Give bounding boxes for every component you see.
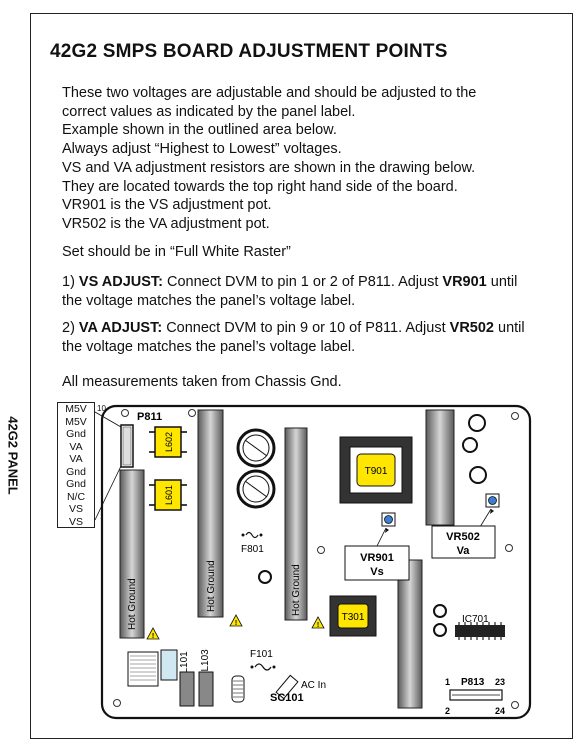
ic701-chip	[455, 625, 505, 637]
p813-label: P813	[461, 677, 485, 688]
heatsink-4	[425, 409, 455, 526]
l602-label: L602	[164, 432, 174, 452]
sc101-connector	[275, 674, 299, 700]
p813-pin23: 23	[495, 677, 505, 687]
p811-label: P811	[137, 411, 162, 423]
vs-label: Vs	[370, 566, 383, 578]
va-text-a: Connect DVM to pin 9 or 10 of P811. Adju…	[162, 320, 450, 336]
pin-label: VS	[68, 503, 83, 515]
vr901-callout	[344, 545, 410, 581]
vs-heading: VS ADJUST:	[78, 274, 163, 290]
intro-line: VR901 is the VS adjustment pot.	[62, 197, 272, 214]
vs-text-a: Connect DVM to pin 1 or 2 of P811. Adjus…	[162, 274, 443, 290]
l602-choke	[154, 426, 182, 458]
rl103-relay	[179, 671, 195, 707]
measurement-note: All measurements taken from Chassis Gnd.	[62, 374, 342, 390]
va-heading: VA ADJUST:	[78, 320, 163, 336]
p813-pin2: 2	[445, 706, 450, 716]
rl101-label: RL101	[179, 651, 190, 681]
intro-line: VS and VA adjustment resistors are shown…	[62, 159, 476, 176]
pin-label: Gnd	[66, 465, 86, 478]
hot-ground-label-1: Hot Ground	[127, 578, 138, 630]
l601-choke	[154, 479, 182, 511]
page-title: 42G2 SMPS BOARD ADJUSTMENT POINTS	[50, 41, 448, 62]
l601-label: L601	[164, 485, 174, 505]
sc101-label: SC101	[270, 692, 304, 704]
rl103-label: RL103	[200, 649, 211, 679]
capacitor-2	[236, 469, 276, 509]
pin-label: VA	[69, 453, 83, 465]
va-prefix: 2)	[62, 320, 79, 336]
svg-text:!: !	[317, 622, 319, 629]
pin-label: M5V	[65, 403, 87, 415]
pin-label: VA	[69, 440, 83, 453]
svg-text:!: !	[152, 633, 154, 640]
va-pot: VR502	[449, 320, 494, 336]
intro-line: VR502 is the VA adjustment pot.	[62, 215, 270, 232]
vr502-callout	[431, 525, 496, 559]
intro-line: These two voltages are adjustable and sh…	[62, 85, 477, 101]
intro-line: They are located towards the top right h…	[62, 178, 458, 195]
vr502-label: VR502	[446, 531, 480, 543]
vs-prefix: 1)	[62, 274, 79, 290]
pin-number-top: 10	[97, 404, 106, 413]
intro-line: Example shown in the outlined area below…	[62, 122, 337, 139]
pin-label: Gnd	[66, 478, 86, 490]
va-line2: the voltage matches the panel’s voltage …	[62, 338, 356, 355]
vs-pot: VR901	[442, 274, 487, 290]
t301-label: T301	[342, 612, 365, 623]
va-label: Va	[457, 545, 471, 557]
vs-adjust-instruction: 1) VS ADJUST: Connect DVM to pin 1 or 2 …	[62, 273, 517, 310]
right-capacitors	[462, 414, 487, 484]
f101-fuse	[254, 663, 272, 671]
intro-text: These two voltages are adjustable and sh…	[62, 84, 476, 234]
pin-label: VS	[68, 515, 83, 528]
vr901-label: VR901	[360, 552, 394, 564]
p813-pin1: 1	[445, 677, 450, 687]
t901-label: T901	[365, 466, 388, 477]
intro-line: correct values as indicated by the panel…	[62, 103, 356, 120]
hot-ground-label-2: Hot Ground	[206, 560, 217, 612]
svg-text:!: !	[235, 620, 237, 627]
p811-pin-legend: M5V M5V Gnd VA VA Gnd Gnd N/C VS VS	[57, 402, 95, 528]
pin-label: Gnd	[66, 428, 86, 440]
emi-filter	[127, 651, 159, 687]
pin-label: M5V	[65, 415, 87, 428]
small-capacitor	[258, 570, 272, 584]
heatsink-3	[284, 427, 308, 621]
vs-line2: the voltage matches the panel’s voltage …	[62, 292, 356, 309]
rl101-relay	[160, 649, 178, 681]
ac-in-label: AC In	[301, 680, 326, 691]
p813-pin24: 24	[495, 706, 505, 716]
mounting-holes	[113, 409, 519, 709]
pin-label: N/C	[66, 490, 86, 503]
va-text-b: until	[494, 320, 525, 336]
hot-ground-label-3: Hot Ground	[291, 564, 302, 616]
f801-fuse	[245, 531, 259, 539]
f801-label: F801	[241, 544, 264, 555]
raster-note: Set should be in “Full White Raster”	[62, 244, 291, 260]
ic701-label: IC701	[462, 614, 489, 625]
intro-line: Always adjust “Highest to Lowest” voltag…	[62, 141, 342, 158]
heatsink-2	[197, 409, 224, 618]
warning-icons	[146, 614, 325, 640]
heatsink-5	[397, 559, 423, 709]
f101-label: F101	[250, 649, 273, 660]
page-frame	[30, 13, 573, 739]
va-adjust-instruction: 2) VA ADJUST: Connect DVM to pin 9 or 10…	[62, 319, 525, 356]
capacitor-1	[236, 428, 276, 468]
vs-text-b: until	[486, 274, 518, 290]
heatsink-1	[119, 469, 145, 639]
